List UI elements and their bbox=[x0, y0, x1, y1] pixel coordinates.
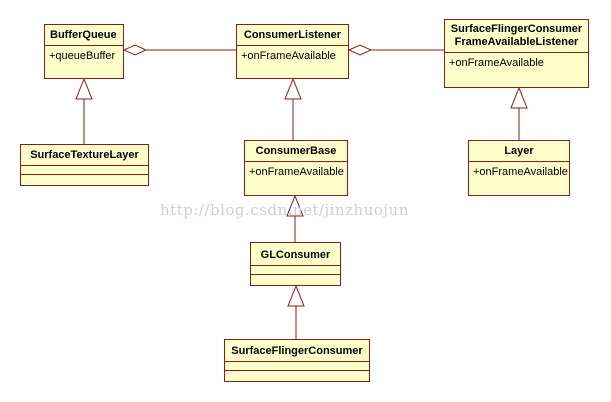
class-bufferqueue: BufferQueue +queueBuffer bbox=[44, 24, 124, 79]
attributes-section bbox=[251, 266, 340, 275]
inherit-triangle-consumerlistener bbox=[284, 77, 302, 100]
class-operation: +onFrameAvailable bbox=[241, 50, 336, 62]
class-surfaceflingerconsumer: SurfaceFlingerConsumer bbox=[224, 339, 370, 382]
watermark-text: http://blog.csdn.net/jinzhuojun bbox=[160, 201, 409, 219]
class-surfacetexturelayer: SurfaceTextureLayer bbox=[20, 144, 149, 186]
class-name-line-1: SurfaceFlingerConsumer bbox=[450, 23, 583, 35]
class-name-line-2: FrameAvailableListener bbox=[454, 36, 579, 48]
class-name: GLConsumer bbox=[251, 243, 340, 266]
attributes-section bbox=[225, 362, 369, 371]
aggregation-diamond-bufferqueue bbox=[122, 44, 148, 56]
class-consumerlistener: ConsumerListener +onFrameAvailable bbox=[236, 24, 349, 79]
operations-section bbox=[21, 175, 148, 183]
class-name: Layer bbox=[469, 141, 569, 162]
class-glconsumer: GLConsumer bbox=[250, 242, 341, 286]
class-operation: +onFrameAvailable bbox=[249, 166, 344, 178]
aggregation-diamond-listener bbox=[347, 44, 373, 56]
operations-section bbox=[251, 275, 340, 283]
class-surfaceflingerconsumer-frameavailablelistener: SurfaceFlingerConsumer FrameAvailableLis… bbox=[444, 19, 589, 88]
inherit-triangle-framelistener bbox=[510, 86, 528, 109]
class-name: SurfaceFlingerConsumer bbox=[225, 340, 369, 362]
class-operation: +onFrameAvailable bbox=[473, 166, 568, 178]
class-operation: +onFrameAvailable bbox=[449, 57, 544, 69]
inherit-triangle-glconsumer bbox=[287, 284, 305, 307]
class-name: SurfaceFlingerConsumer FrameAvailableLis… bbox=[445, 20, 588, 53]
inherit-triangle-bufferqueue bbox=[75, 77, 93, 100]
class-operation: +queueBuffer bbox=[49, 50, 116, 62]
class-name: ConsumerListener bbox=[237, 25, 348, 46]
attributes-section bbox=[21, 166, 148, 175]
class-layer: Layer +onFrameAvailable bbox=[468, 140, 570, 196]
class-name: BufferQueue bbox=[45, 25, 123, 46]
operations-section bbox=[225, 371, 369, 379]
inherit-triangle-consumerbase bbox=[286, 194, 304, 217]
class-consumerbase: ConsumerBase +onFrameAvailable bbox=[244, 140, 348, 196]
class-name: SurfaceTextureLayer bbox=[21, 145, 148, 166]
class-name: ConsumerBase bbox=[245, 141, 347, 162]
